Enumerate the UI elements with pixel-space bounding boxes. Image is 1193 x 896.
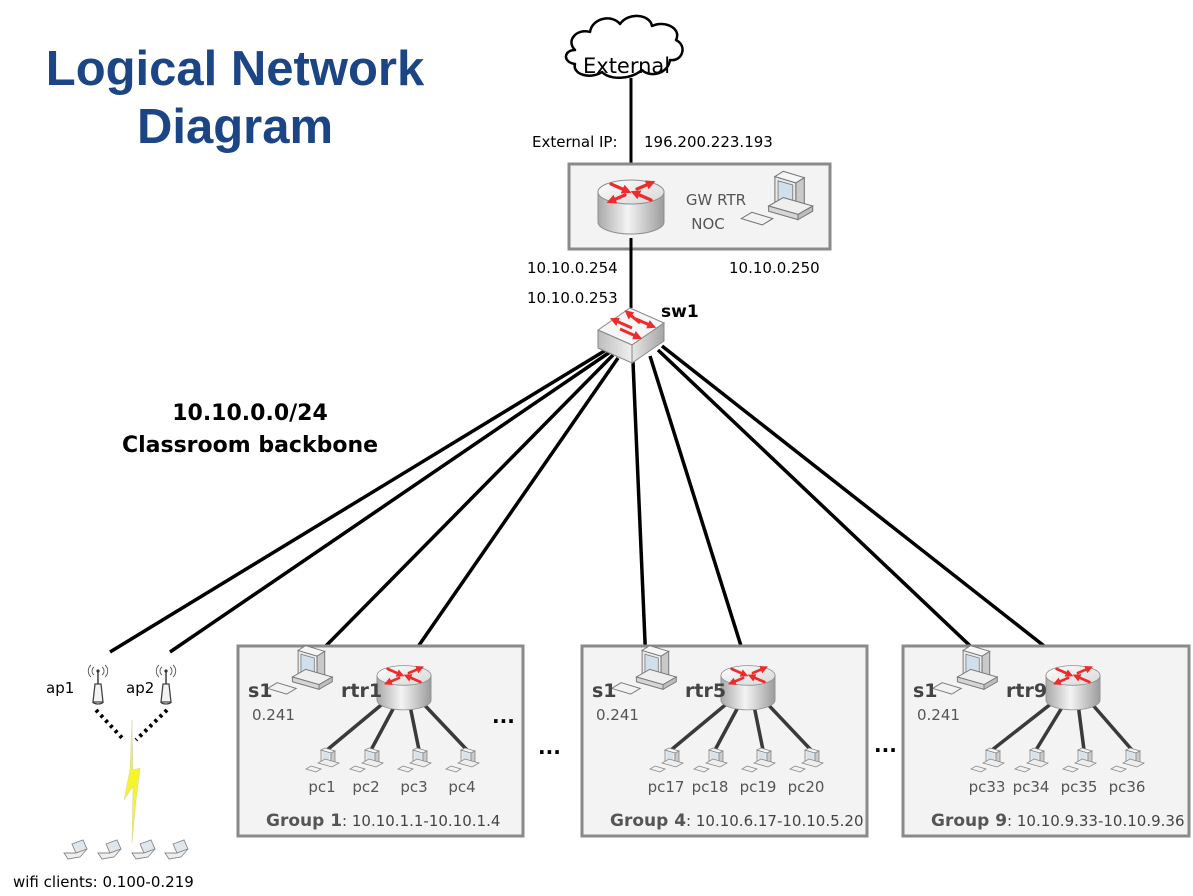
link-sw1-group4-rtr5 (648, 355, 749, 666)
pc-label: pc33 (969, 778, 1006, 796)
server-label: s1 (592, 680, 617, 702)
title-line-1: Logical Network (45, 42, 425, 96)
laptop-icon (97, 839, 122, 860)
ellipsis-between-1-4: ... (538, 735, 561, 759)
link-sw1-group1-rtr1 (404, 357, 620, 665)
laptop-icon (131, 839, 156, 860)
link-sw1-group9-rtr9 (660, 344, 1078, 673)
server-label: s1 (248, 680, 273, 702)
wifi-clients-label: wifi clients: 0.100-0.219 (13, 873, 194, 891)
ellipsis-group1: ... (492, 704, 515, 728)
backbone-label: 10.10.0.0/24 Classroom backbone (100, 398, 400, 462)
ap1-label: ap1 (46, 679, 74, 697)
wireless-link-ap1 (94, 708, 126, 742)
gw-router-ip: 10.10.0.254 (527, 259, 618, 277)
external-ip-label: External IP: (532, 133, 618, 151)
router-label: rtr9 (1006, 680, 1047, 702)
group-caption-range: : 10.10.1.1-10.10.1.4 (342, 812, 500, 830)
pc-label: pc19 (740, 778, 777, 796)
group-caption-name: Group 9 (931, 811, 1007, 831)
external-ip-value: 196.200.223.193 (644, 133, 773, 151)
pc-label: pc20 (788, 778, 825, 796)
router-icon (1046, 666, 1100, 710)
wireless-link-ap2 (134, 708, 169, 742)
laptop-icon (164, 839, 189, 860)
ap1-icon (87, 664, 109, 705)
ap2-icon (155, 664, 177, 705)
pc-label: pc34 (1013, 778, 1050, 796)
group-caption: Group 1: 10.10.1.1-10.10.1.4 (266, 811, 500, 831)
group-caption-range: : 10.10.9.33-10.10.9.36 (1007, 812, 1184, 830)
backbone-name: Classroom backbone (121, 433, 379, 458)
gw-router-icon (598, 180, 664, 234)
pc-label: pc35 (1061, 778, 1098, 796)
ap2-label: ap2 (126, 679, 154, 697)
link-sw1-ap2 (169, 350, 611, 654)
external-cloud (564, 14, 684, 79)
gw-label-line2: NOC (691, 215, 725, 233)
server-ip: 0.241 (252, 706, 295, 724)
link-sw1-group4-s1 (631, 361, 648, 666)
pc-label: pc3 (400, 778, 427, 796)
diagram-title: Logical Network Diagram (0, 40, 470, 156)
group-caption-name: Group 1 (266, 811, 342, 831)
server-ip: 0.241 (596, 706, 639, 724)
group-4-box (580, 644, 869, 838)
ellipsis-between-4-9: ... (874, 733, 897, 757)
backbone-subnet: 10.10.0.0/24 (172, 401, 328, 426)
pc-label: pc17 (648, 778, 685, 796)
pc-label: pc2 (352, 778, 379, 796)
router-icon (377, 666, 431, 710)
link-sw1-group1-s1 (310, 353, 615, 662)
switch-ip: 10.10.0.253 (527, 289, 618, 307)
switch-sw1-icon (596, 307, 666, 364)
link-sw1-ap1 (109, 348, 607, 654)
cloud-label: External (583, 54, 670, 78)
link-sw1-group9-s1 (656, 348, 986, 661)
group-caption-range: : 10.10.6.17-10.10.5.20 (686, 812, 863, 830)
title-line-2: Diagram (136, 100, 334, 154)
switch-name: sw1 (661, 302, 699, 322)
gw-label-line1: GW RTR (686, 191, 746, 209)
pc-label: pc18 (692, 778, 729, 796)
wifi-clients (63, 839, 189, 860)
router-label: rtr1 (341, 680, 382, 702)
server-ip: 0.241 (917, 706, 960, 724)
server-label: s1 (913, 680, 938, 702)
backbone-links (109, 344, 1078, 673)
group-caption: Group 4: 10.10.6.17-10.10.5.20 (610, 811, 864, 831)
laptop-icon (63, 839, 88, 860)
router-icon (721, 666, 775, 710)
pc-label: pc36 (1109, 778, 1146, 796)
group-caption-name: Group 4 (610, 811, 686, 831)
noc-ip: 10.10.0.250 (729, 259, 820, 277)
lightning-icon (123, 719, 141, 844)
router-label: rtr5 (685, 680, 726, 702)
group-1-box (236, 644, 525, 838)
group-caption: Group 9: 10.10.9.33-10.10.9.36 (931, 811, 1185, 831)
pc-label: pc1 (308, 778, 335, 796)
pc-label: pc4 (448, 778, 475, 796)
